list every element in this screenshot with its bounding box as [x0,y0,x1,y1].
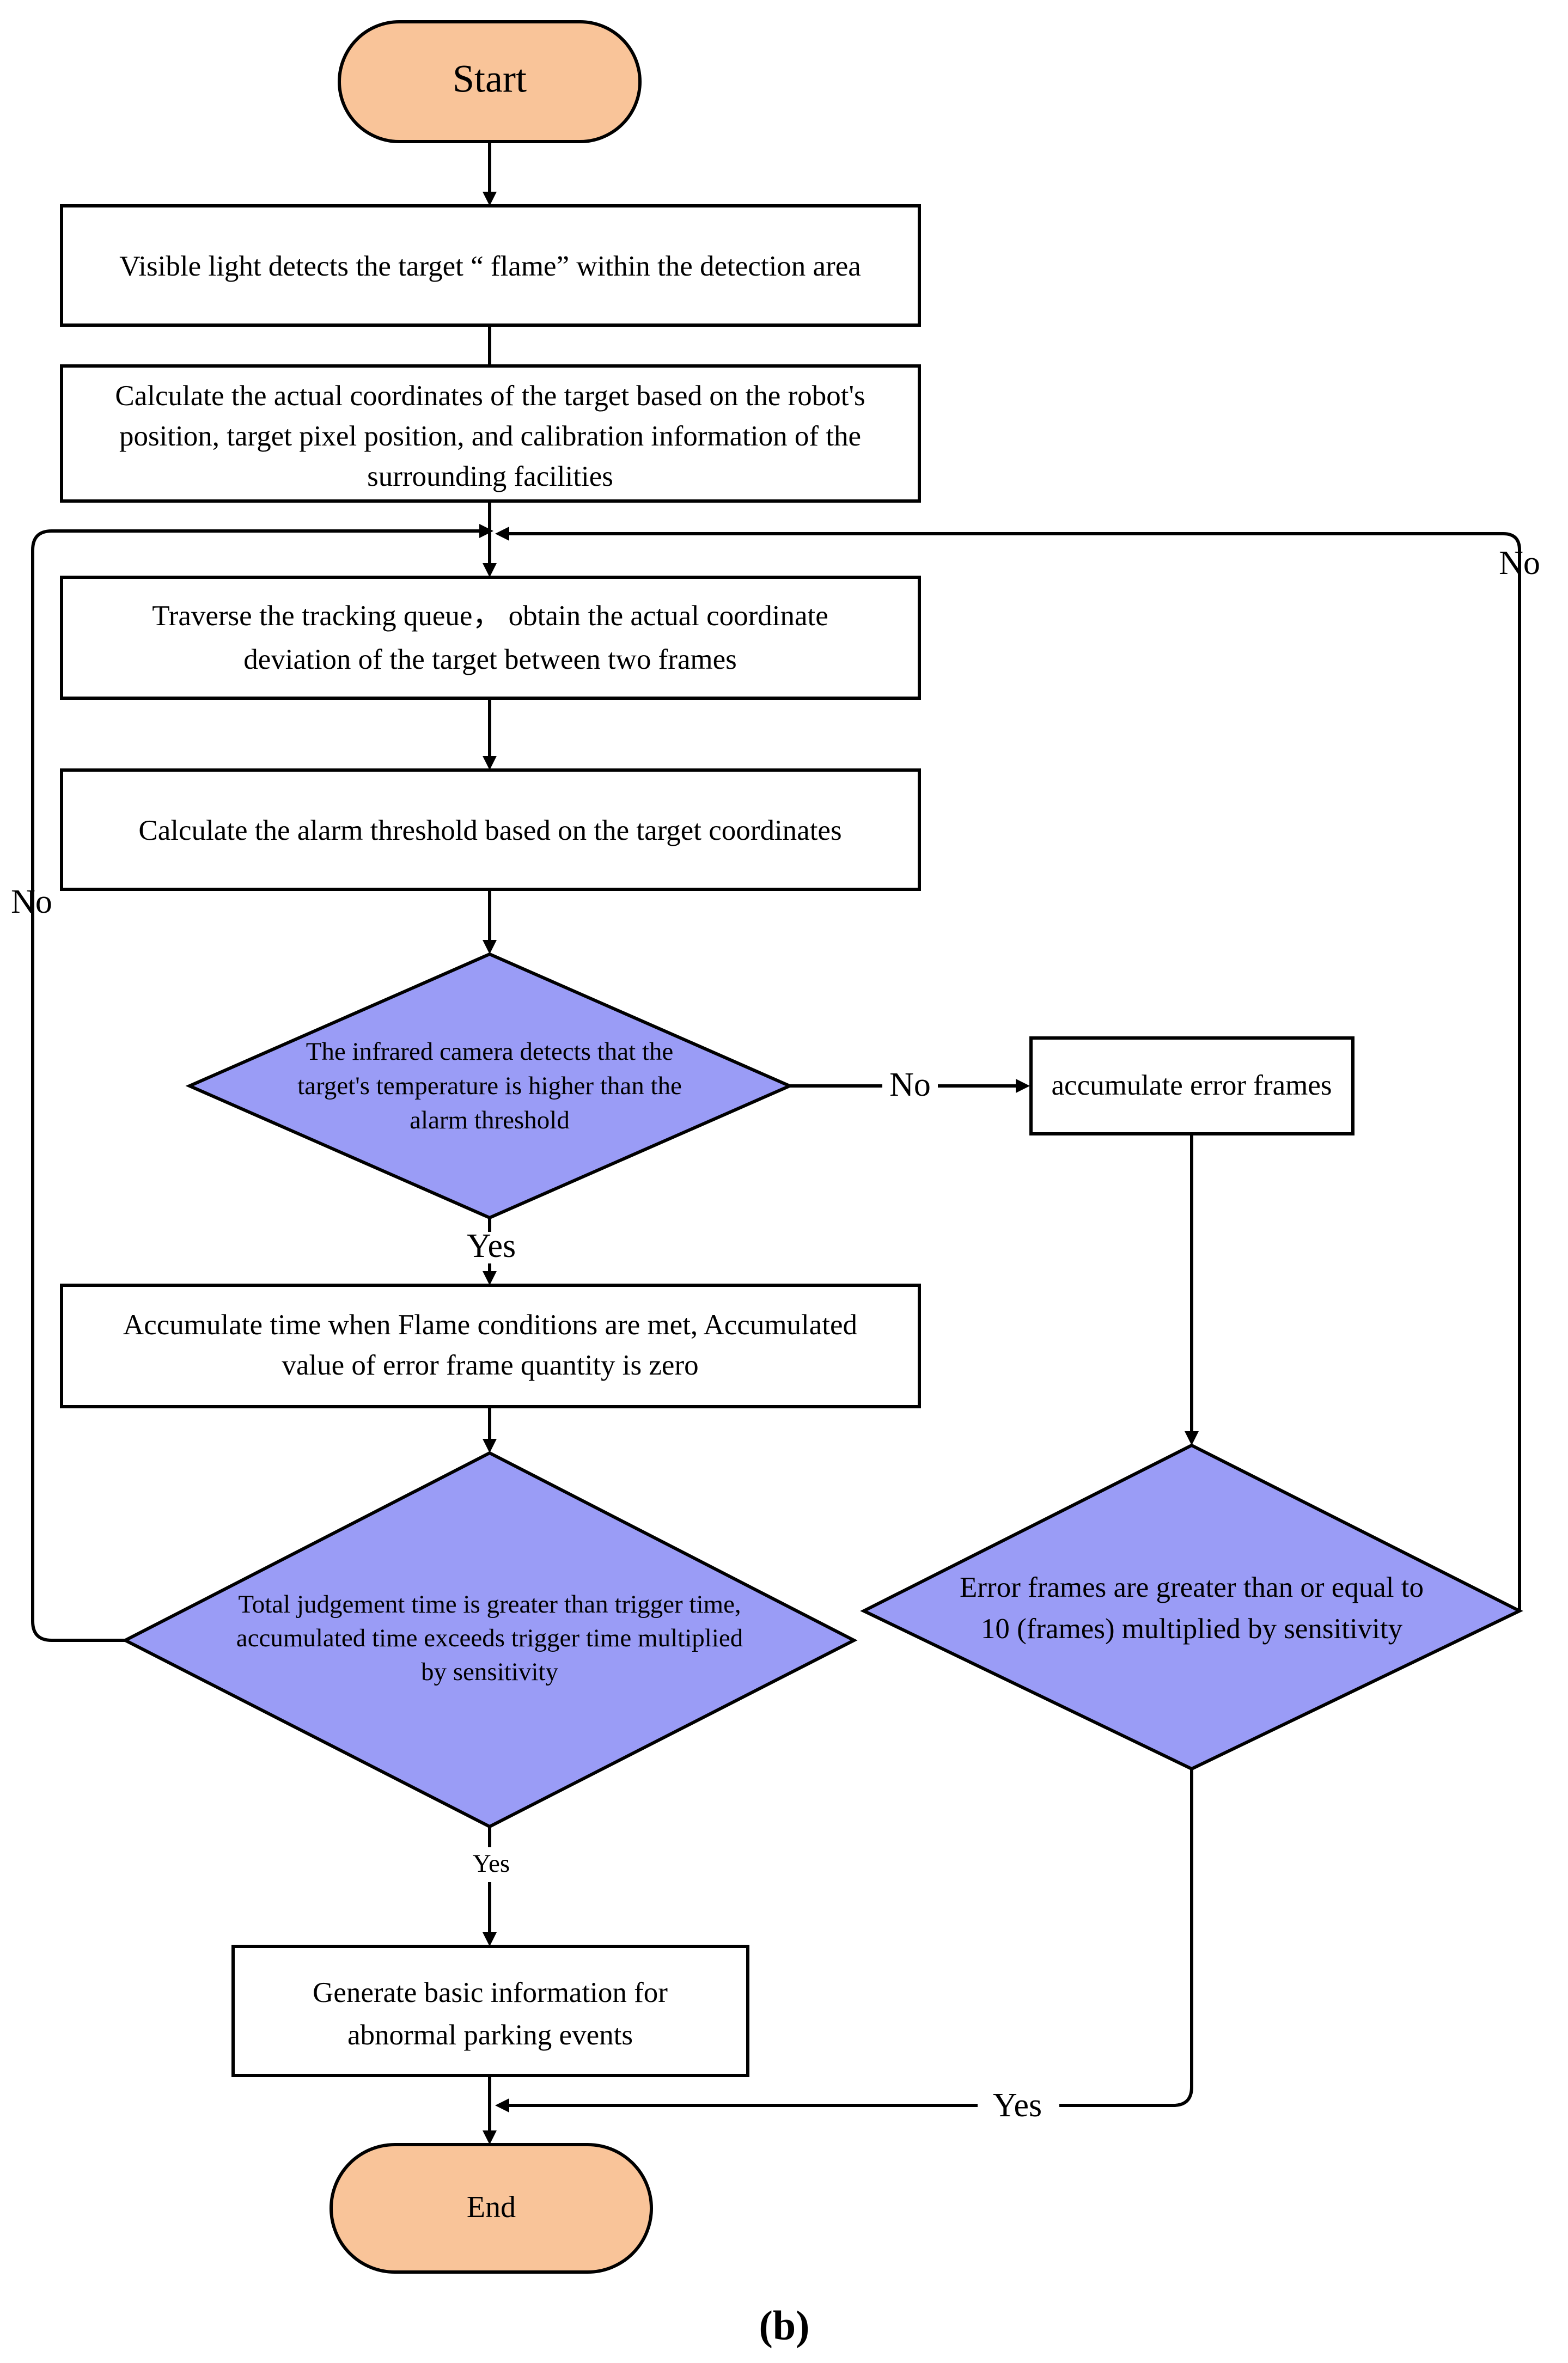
arrowhead [483,1271,497,1285]
alarm-threshold-label: Calculate the alarm threshold based on t… [138,815,841,846]
traverse-line-1: Traverse the tracking queue， obtain the … [152,600,828,632]
node-start: Start [338,20,642,143]
accumulate-error-box [1029,1036,1355,1135]
accumulate-time-line-1: Accumulate time when Flame conditions ar… [123,1309,857,1341]
traverse-line-2: deviation of the target between two fram… [243,644,737,675]
alarm-threshold-box [60,768,921,891]
detect-label: Visible light detects the target “ flame… [119,251,861,282]
infrared-line-1: The infrared camera detects that the [306,1037,674,1066]
label-error-yes: Yes [993,2087,1042,2124]
node-end: End [330,2143,653,2274]
node-generate: Generate basic information for abnormal … [231,1945,749,2077]
node-calc-coords: Calculate the actual coordinates of the … [60,364,921,503]
figure-caption: (b) [759,2303,810,2348]
start-label: Start [453,57,527,101]
accumulate-time-line-2: value of error frame quantity is zero [282,1350,698,1381]
calc-coords-box [60,364,921,503]
accumulate-time-box [60,1284,921,1408]
calc-coords-line-3: surrounding facilities [367,461,613,492]
node-detect: Visible light detects the target “ flame… [60,204,921,327]
arrowhead [495,527,509,541]
generate-box [231,1945,749,2077]
arrowhead [483,563,497,577]
node-traverse: Traverse the tracking queue， obtain the … [60,576,921,700]
arrowhead [479,524,493,538]
calc-coords-line-1: Calculate the actual coordinates of the … [115,380,865,412]
generate-line-2: abnormal parking events [347,2019,633,2051]
generate-line-1: Generate basic information for [313,1977,668,2008]
arrowhead [483,192,497,206]
arrowhead [483,2130,497,2145]
connectors [31,143,1521,2145]
error-frames-diamond [860,1443,1523,1771]
arrowhead [483,1439,497,1453]
judgement-line-1: Total judgement time is greater than tri… [238,1590,741,1619]
judgement-line-2: accumulated time exceeds trigger time mu… [236,1624,743,1652]
judgement-diamond [121,1451,858,1829]
infrared-line-2: target's temperature is higher than the [297,1072,682,1100]
line-error-no-loop [509,532,1521,1611]
node-accumulate-error: accumulate error frames [1029,1036,1355,1135]
node-accumulate-time: Accumulate time when Flame conditions ar… [60,1284,921,1408]
line-error-yes [1059,1769,1193,2107]
node-infrared-check: The infrared camera detects that the tar… [185,952,794,1220]
label-infrared-yes: Yes [467,1228,516,1265]
judgement-line-3: by sensitivity [421,1658,558,1686]
label-judgement-no: No [11,883,52,920]
detect-box [60,204,921,327]
arrowhead [1185,1431,1199,1445]
start-terminal [338,20,642,143]
accumulate-error-label: accumulate error frames [1052,1070,1332,1101]
end-terminal [330,2143,653,2274]
node-judgement: Total judgement time is greater than tri… [121,1451,858,1829]
calc-coords-line-2: position, target pixel position, and cal… [119,420,861,452]
line-judgement-no-loop [31,529,479,1642]
end-label: End [467,2190,516,2224]
arrowhead [483,1932,497,1946]
label-error-no: No [1499,545,1540,582]
error-frames-line-2: 10 (frames) multiplied by sensitivity [981,1613,1403,1645]
infrared-line-3: alarm threshold [410,1106,570,1134]
label-infrared-no: No [889,1066,931,1103]
arrowhead [483,940,497,954]
node-alarm-threshold: Calculate the alarm threshold based on t… [60,768,921,891]
arrowhead [483,756,497,770]
traverse-box [60,576,921,700]
error-frames-line-1: Error frames are greater than or equal t… [960,1572,1424,1603]
edge-labels: No Yes No Yes No Yes [11,545,1540,2124]
label-judgement-yes: Yes [473,1849,510,1878]
node-error-frames-check: Error frames are greater than or equal t… [860,1443,1523,1771]
infrared-diamond [185,952,794,1220]
arrowhead [495,2098,509,2112]
arrowhead [1016,1079,1030,1093]
